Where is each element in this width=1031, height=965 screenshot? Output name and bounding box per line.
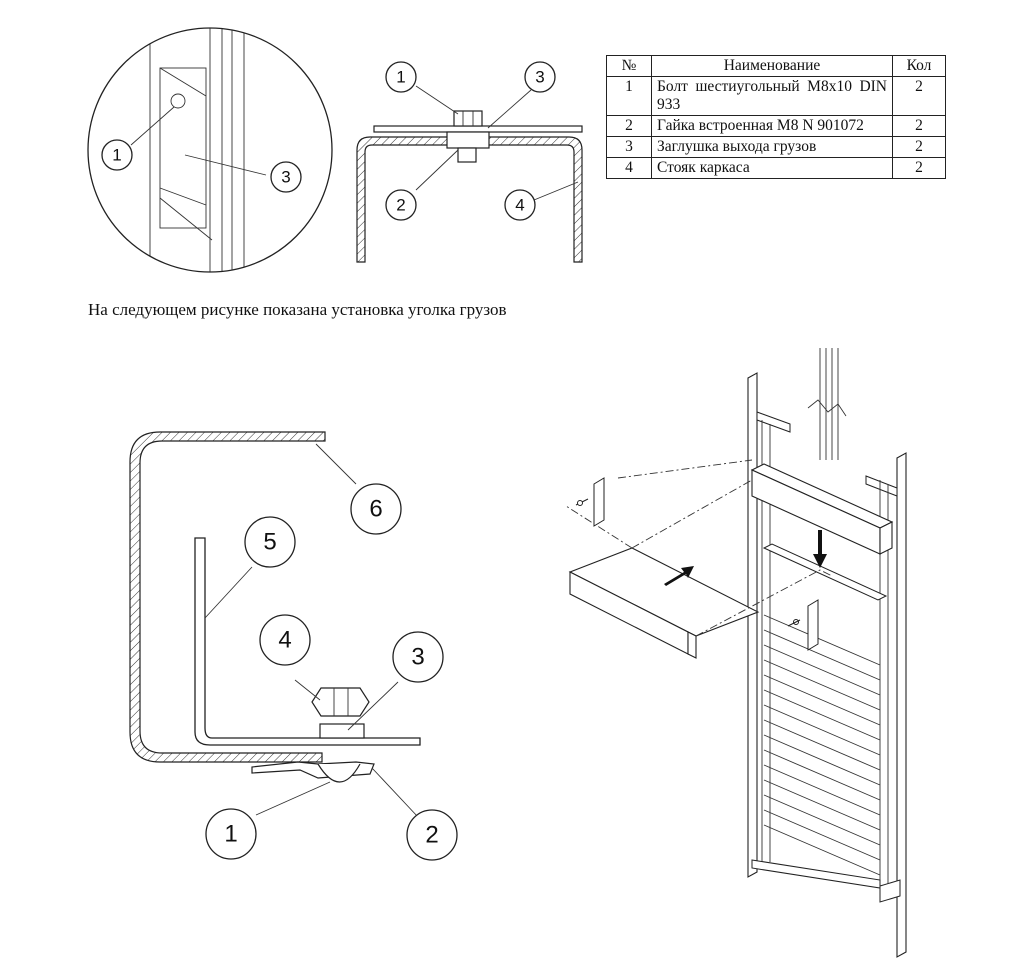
slats [763,614,881,876]
table-header-row: № Наименование Кол [606,55,946,77]
isometric-frame-figure [565,348,907,958]
fig3-callout-1: 1 [224,821,237,848]
table-row: 3 Заглушка выхода грузов 2 [606,136,946,158]
row-qty: 2 [892,76,946,116]
detail-circle-figure: 1 3 [87,27,333,273]
table-row: 2 Гайка встроенная M8 N 901072 2 [606,115,946,137]
fig1-callout-3: 3 [281,168,290,187]
angle-section-figure: 6 5 4 3 1 2 [129,431,458,861]
parts-table: № Наименование Кол 1 Болт шестиугольный … [606,55,946,179]
fig1-callout-1: 1 [112,146,121,165]
fig3-callout-2: 2 [425,822,438,849]
row-qty: 2 [892,157,946,179]
row-name: Гайка встроенная M8 N 901072 [651,115,893,137]
row-qty: 2 [892,115,946,137]
fig2-callout-3: 3 [535,68,544,87]
row-qty: 2 [892,136,946,158]
fig2-callout-2: 2 [396,196,405,215]
row-num: 3 [606,136,652,158]
row-num: 1 [606,76,652,116]
row-name: Заглушка выхода грузов [651,136,893,158]
nut-shape [311,687,370,717]
figure-caption: На следующем рисунке показана установка … [88,300,507,319]
section-bolt-figure: 1 3 2 4 [356,61,583,263]
fig3-callout-5: 5 [263,529,276,556]
fig2-callout-4: 4 [515,196,524,215]
header-qty: Кол [892,55,946,77]
row-num: 4 [606,157,652,179]
fig2-callout-1: 1 [396,68,405,87]
fig3-callout-4: 4 [278,627,291,654]
header-num: № [606,55,652,77]
row-num: 2 [606,115,652,137]
fig3-callout-3: 3 [411,644,424,671]
fig3-callout-6: 6 [369,496,382,523]
table-row: 4 Стояк каркаса 2 [606,157,946,179]
row-name: Болт шестиугольный M8x10 DIN 933 [651,76,893,116]
header-name: Наименование [651,55,893,77]
table-row: 1 Болт шестиугольный M8x10 DIN 933 2 [606,76,946,116]
row-name: Стояк каркаса [651,157,893,179]
